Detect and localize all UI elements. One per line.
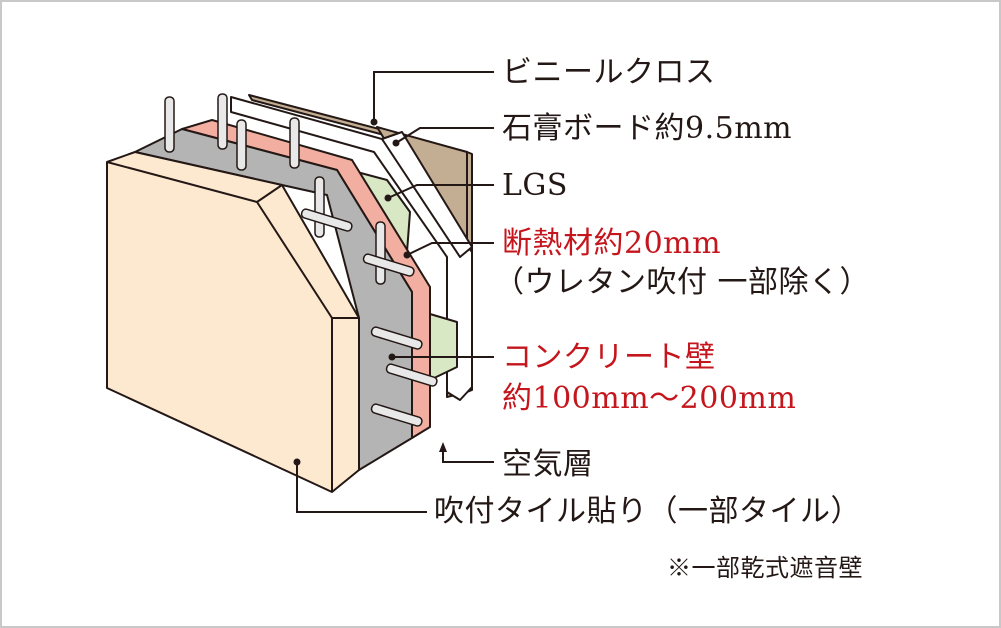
air-layer-arrow-icon xyxy=(439,442,447,452)
leader-air-layer xyxy=(442,450,494,463)
label-vinyl-cloth: ビニールクロス xyxy=(502,55,716,90)
leader-tile-finish xyxy=(296,462,427,513)
label-insulation-detail: （ウレタン吹付 一部除く） xyxy=(494,265,871,300)
label-concrete-thickness: 約100mm〜200mm xyxy=(502,381,797,416)
footnote: ※一部乾式遮音壁 xyxy=(667,554,863,582)
tile-finish-layer xyxy=(106,151,360,493)
label-lgs: LGS xyxy=(502,168,568,203)
leader-insulation xyxy=(406,242,494,256)
concrete-layer xyxy=(134,128,413,471)
leader-lgs xyxy=(387,184,494,199)
rebar-group xyxy=(164,93,438,427)
leader-gypsum-board xyxy=(395,127,494,144)
label-insulation: 断熱材約20mm xyxy=(502,226,722,261)
label-gypsum-board: 石膏ボード約9.5mm xyxy=(502,111,793,146)
label-air-layer: 空気層 xyxy=(502,447,594,482)
leader-vinyl-cloth xyxy=(373,71,494,122)
label-concrete-wall: コンクリート壁 xyxy=(502,340,716,375)
label-tile-finish: 吹付タイル貼り（一部タイル） xyxy=(434,494,861,529)
